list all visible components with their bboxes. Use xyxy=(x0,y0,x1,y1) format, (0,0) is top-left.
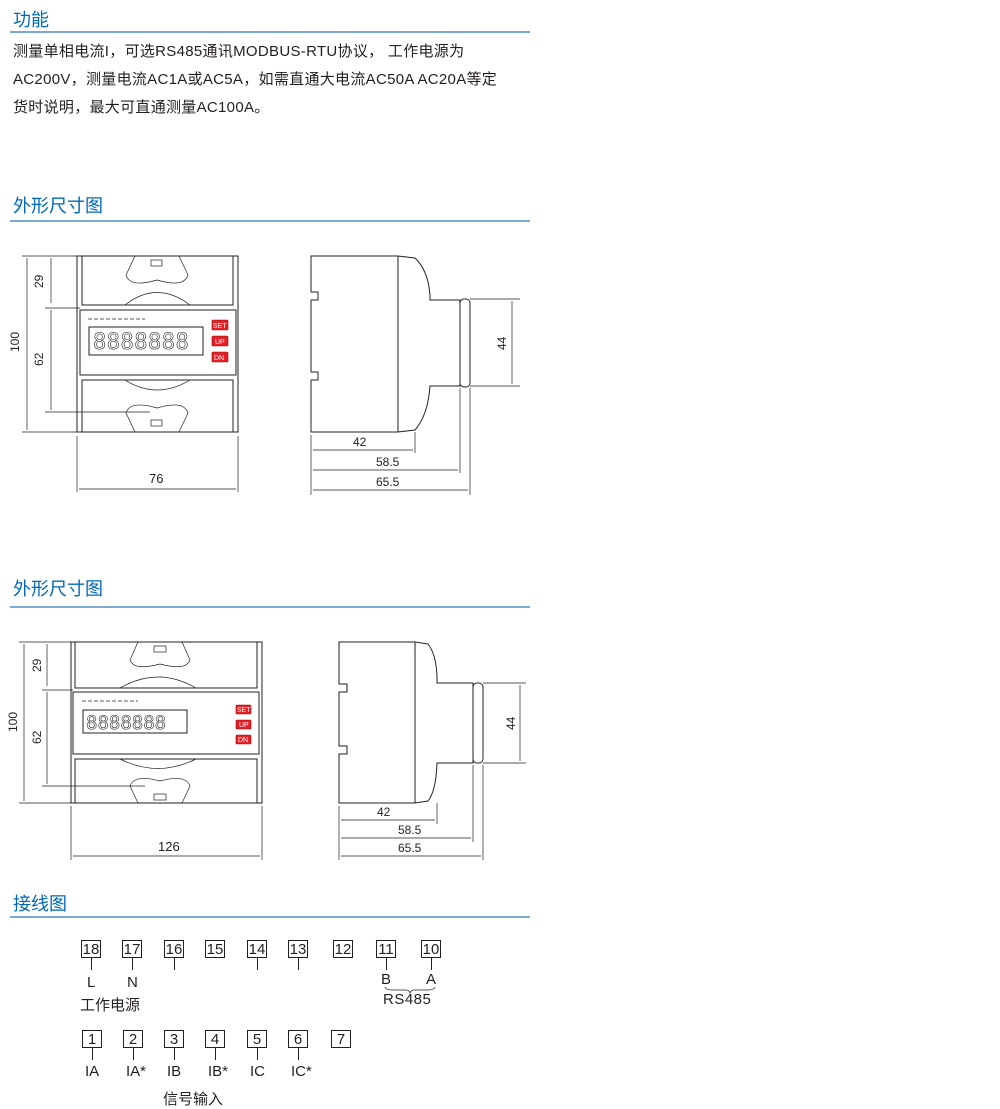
label-IC: IC xyxy=(250,1063,265,1080)
wire xyxy=(174,1048,175,1060)
label-rs485: RS485 xyxy=(383,991,432,1008)
dim-width: 76 xyxy=(149,471,163,486)
up-button-label: UP xyxy=(239,722,249,729)
label-N: N xyxy=(127,974,138,991)
wire xyxy=(298,1048,299,1060)
terminal-3: 3 xyxy=(164,1030,184,1048)
terminal-18: 18 xyxy=(81,940,101,958)
terminal-11: 11 xyxy=(376,940,396,958)
section-title-dimensions-2: 外形尺寸图 xyxy=(13,579,103,599)
terminal-10: 10 xyxy=(421,940,441,958)
dim-height: 100 xyxy=(8,332,22,352)
label-IA-star: IA* xyxy=(126,1063,147,1080)
dn-button-label: DN xyxy=(238,737,248,744)
dim-depth-65-5: 65.5 xyxy=(398,841,422,855)
side-dimensions: 44 42 58.5 65.5 xyxy=(338,682,526,860)
set-button-label: SET xyxy=(213,323,227,330)
terminal-4: 4 xyxy=(205,1030,225,1048)
terminal-16: 16 xyxy=(164,940,184,958)
dim-width: 126 xyxy=(158,839,180,854)
wire xyxy=(92,1048,93,1060)
side-view xyxy=(310,255,471,433)
front-view: 8888888 SET UP DN xyxy=(76,255,239,433)
dim-depth-58-5: 58.5 xyxy=(376,455,400,469)
dimension-drawing-126: 8888888 SET UP DN 100 29 62 126 44 42 xyxy=(6,641,526,860)
label-B: B xyxy=(381,971,392,988)
svg-text:8888888: 8888888 xyxy=(86,712,166,734)
label-power: 工作电源 xyxy=(80,997,141,1014)
text-line: AC200V，测量电流AC1A或AC5A，如需直通大电流AC50A AC20A等… xyxy=(13,71,498,88)
terminal-1: 1 xyxy=(82,1030,102,1048)
wire xyxy=(174,958,175,970)
label-IB: IB xyxy=(167,1063,182,1080)
text-line: 测量单相电流I，可选RS485通讯MODBUS-RTU协议， 工作电源为 xyxy=(13,43,465,60)
wire xyxy=(91,958,92,970)
label-IC-star: IC* xyxy=(291,1063,312,1080)
svg-text:8888888: 8888888 xyxy=(93,330,189,355)
side-view xyxy=(338,641,484,804)
brace-icon xyxy=(384,986,436,994)
terminal-2: 2 xyxy=(123,1030,143,1048)
label-IB-star: IB* xyxy=(208,1063,229,1080)
wire xyxy=(132,958,133,970)
dim-middle: 62 xyxy=(30,730,44,744)
dim-top: 29 xyxy=(32,274,46,288)
terminal-12: 12 xyxy=(333,940,353,958)
terminal-14: 14 xyxy=(247,940,267,958)
text-line: 货时说明，最大可直通测量AC100A。 xyxy=(13,99,270,116)
divider xyxy=(10,31,530,33)
dim-knob: 44 xyxy=(504,716,518,730)
divider xyxy=(10,220,530,222)
label-A: A xyxy=(426,971,437,988)
wire xyxy=(133,1048,134,1060)
dim-knob: 44 xyxy=(495,336,509,350)
section-title-function: 功能 xyxy=(13,10,49,30)
terminal-13: 13 xyxy=(288,940,308,958)
label-L: L xyxy=(87,974,96,991)
front-dimensions: 100 29 62 76 xyxy=(8,255,239,492)
terminal-7: 7 xyxy=(331,1030,351,1048)
wire xyxy=(431,958,432,970)
divider xyxy=(10,916,530,918)
dn-button-label: DN xyxy=(214,355,224,362)
side-dimensions: 44 42 58.5 65.5 xyxy=(310,298,520,495)
dim-height: 100 xyxy=(6,712,20,732)
up-button-label: UP xyxy=(215,339,225,346)
section-title-wiring: 接线图 xyxy=(13,894,67,914)
front-dimensions: 100 29 62 126 xyxy=(6,641,263,860)
label-signal-input: 信号输入 xyxy=(163,1091,224,1108)
dim-depth-42: 42 xyxy=(377,805,391,819)
wire xyxy=(257,958,258,970)
terminal-17: 17 xyxy=(122,940,142,958)
dim-depth-65-5: 65.5 xyxy=(376,475,400,489)
wire xyxy=(257,1048,258,1060)
divider xyxy=(10,606,530,608)
function-description: 测量单相电流I，可选RS485通讯MODBUS-RTU协议， 工作电源为 AC2… xyxy=(13,38,533,122)
dim-middle: 62 xyxy=(32,352,46,366)
dim-top: 29 xyxy=(30,658,44,672)
dimension-drawing-76: 8888888 SET UP DN 100 29 62 76 44 42 xyxy=(8,255,520,495)
section-title-dimensions: 外形尺寸图 xyxy=(13,196,103,216)
dim-depth-42: 42 xyxy=(353,435,367,449)
dim-depth-58-5: 58.5 xyxy=(398,823,422,837)
label-IA: IA xyxy=(85,1063,100,1080)
terminal-15: 15 xyxy=(205,940,225,958)
front-view: 8888888 SET UP DN xyxy=(70,641,263,804)
wire xyxy=(298,958,299,970)
wire xyxy=(215,1048,216,1060)
terminal-5: 5 xyxy=(247,1030,267,1048)
terminal-6: 6 xyxy=(288,1030,308,1048)
set-button-label: SET xyxy=(237,707,251,714)
wire xyxy=(386,958,387,970)
